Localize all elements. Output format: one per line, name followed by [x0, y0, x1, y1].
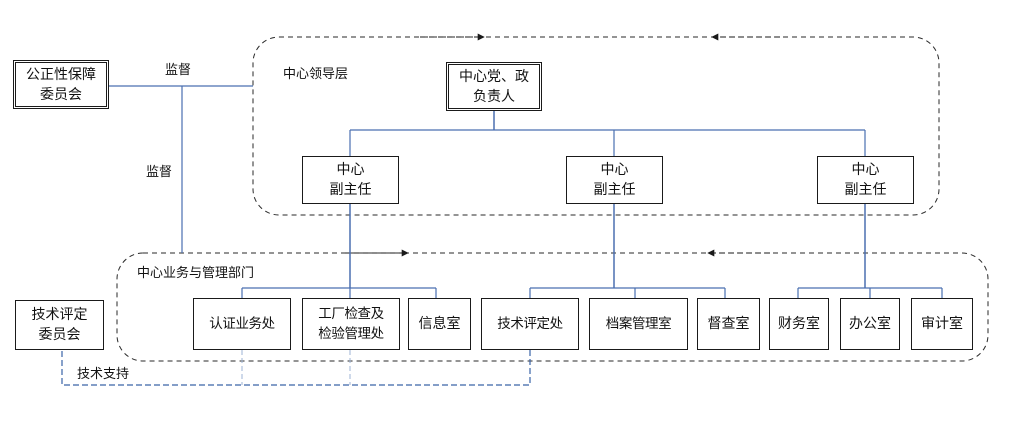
tech-support-line	[61, 350, 531, 386]
dept-box-information[interactable]: 信息室	[408, 298, 471, 350]
dept-7-line1: 财务室	[778, 316, 820, 332]
tech-eval-committee-line2: 委员会	[38, 327, 81, 343]
fairness-committee-line1: 公正性保障	[26, 66, 96, 83]
fairness-committee-box[interactable]: 公正性保障 委员会	[13, 60, 109, 109]
supervise-label-secondary: 监督	[146, 165, 173, 180]
dept-2-line2: 检验管理处	[318, 326, 384, 342]
deputy-1-line2: 副主任	[329, 182, 372, 198]
dept-box-certification[interactable]: 认证业务处	[193, 298, 291, 350]
leadership-group-label: 中心领导层	[283, 67, 349, 82]
head-line2: 负责人	[473, 88, 515, 105]
deputy-3-line2: 副主任	[844, 182, 887, 198]
head-line1: 中心党、政	[459, 68, 529, 85]
dept-box-technical-evaluation[interactable]: 技术评定处	[481, 298, 579, 350]
dept-box-supervision[interactable]: 督查室	[697, 298, 760, 350]
deputy-2-line1: 中心	[600, 162, 629, 178]
dept-2-line1: 工厂检查及	[318, 306, 384, 322]
deputy-1-line1: 中心	[336, 162, 365, 178]
dept-5-line1: 档案管理室	[605, 316, 672, 332]
dept-box-factory-inspection[interactable]: 工厂检查及 检验管理处	[302, 298, 400, 350]
deputy-box-3[interactable]: 中心 副主任	[817, 156, 914, 204]
leadership-group-frame	[252, 36, 940, 216]
supervise-label: 监督	[165, 63, 192, 78]
head-box[interactable]: 中心党、政 负责人	[446, 62, 542, 111]
departments-group-frame	[116, 252, 989, 362]
deputy-3-line1: 中心	[851, 162, 880, 178]
fairness-committee-line2: 委员会	[40, 86, 82, 103]
dept-4-line1: 技术评定处	[497, 316, 563, 332]
tech-eval-committee-line1: 技术评定	[31, 307, 88, 323]
dept-box-audit[interactable]: 审计室	[911, 298, 973, 350]
dept-8-line1: 办公室	[849, 316, 891, 332]
deputy-box-2[interactable]: 中心 副主任	[566, 156, 663, 204]
dept-1-line1: 认证业务处	[209, 316, 275, 332]
dept-9-line1: 审计室	[921, 316, 963, 332]
tech-support-label: 技术支持	[77, 367, 130, 382]
deputy-box-1[interactable]: 中心 副主任	[302, 156, 399, 204]
deputy-2-line2: 副主任	[593, 182, 636, 198]
dept-box-archives[interactable]: 档案管理室	[589, 298, 688, 350]
tech-eval-committee-box[interactable]: 技术评定 委员会	[15, 300, 104, 350]
dept-box-finance[interactable]: 财务室	[769, 298, 829, 350]
dept-3-line1: 信息室	[418, 316, 461, 332]
dept-6-line1: 督查室	[707, 316, 750, 332]
departments-group-label: 中心业务与管理部门	[137, 266, 255, 281]
dept-box-general-office[interactable]: 办公室	[840, 298, 900, 350]
